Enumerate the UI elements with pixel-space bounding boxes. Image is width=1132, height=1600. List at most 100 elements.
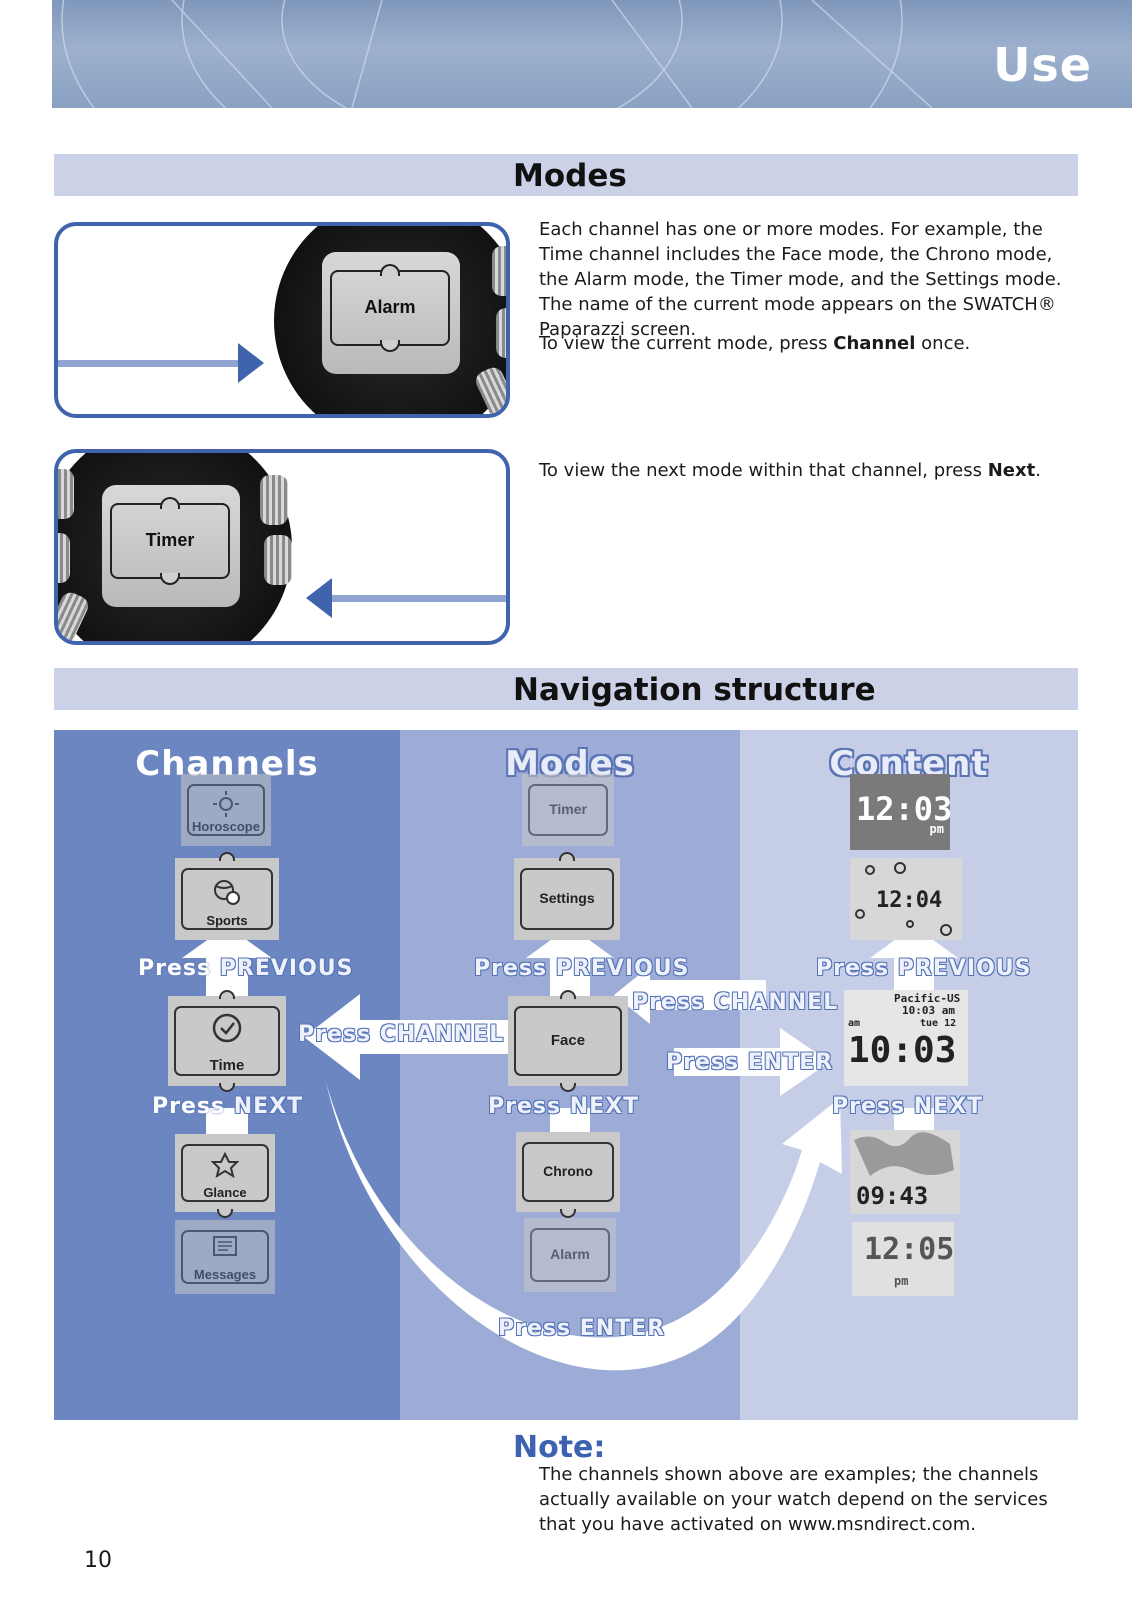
channel-label: Horoscope (192, 819, 260, 834)
mode-tile-chrono: Chrono (516, 1132, 620, 1218)
arrow-down-icon (219, 1083, 235, 1092)
press-channel-to-modes: Press CHANNEL (632, 990, 839, 1015)
watch-grip (260, 475, 288, 525)
messages-icon (213, 1236, 237, 1256)
watch-screen: Timer (102, 485, 240, 607)
channel-label: Sports (206, 913, 248, 928)
content-screen-bubbles: 12:04 (850, 858, 962, 940)
arrow-down-icon (560, 1209, 576, 1218)
channel-label: Messages (193, 1267, 257, 1282)
mode-tile-alarm: Alarm (524, 1218, 616, 1292)
pointer-left-icon (306, 578, 332, 618)
modes-section-bar: Modes (54, 154, 1078, 196)
mode-label: Timer (549, 801, 587, 817)
content-time: 12:05 (864, 1232, 954, 1267)
arrow-press-enter-short-head (780, 1028, 830, 1096)
mode-tile-timer: Timer (522, 774, 614, 846)
mode-tile-face: Face (508, 990, 628, 1092)
watch-mode-label-timer: Timer (145, 530, 195, 550)
content-screen-analog: 12:05 pm (852, 1222, 954, 1296)
mode-label: Chrono (543, 1163, 593, 1179)
bubbles-icon (855, 862, 952, 936)
map-icon (854, 1132, 954, 1176)
press-enter-to-content: Press ENTER (666, 1050, 834, 1075)
arrow-press-channel-left-head (304, 994, 360, 1080)
watch-grip (58, 533, 70, 583)
content-date: tue 12 (920, 1018, 957, 1029)
content-screen-world-time: Pacific-US 10:03 am am tue 12 10:03 (844, 990, 968, 1086)
navigation-diagram: Channels Modes Content (54, 730, 1078, 1420)
content-ampm: pm (929, 822, 944, 836)
channel-tile-time: Time (168, 990, 286, 1092)
press-enter-curved: Press ENTER (498, 1316, 666, 1341)
arrow-up-previous-content-head (870, 926, 958, 958)
arrow-down-icon (217, 1209, 233, 1218)
watch-photo-timer: Timer (54, 449, 510, 645)
clock-icon (212, 1013, 242, 1043)
channel-instruction: To view the current mode, press Channel … (539, 333, 971, 354)
arrow-up-previous-channels-head (182, 926, 272, 958)
mode-label: Alarm (550, 1246, 590, 1262)
arrow-up-icon (219, 990, 235, 999)
arrow-down-icon (160, 573, 180, 585)
mode-label-box: Alarm (330, 264, 450, 352)
content-zone: Pacific-US (894, 992, 961, 1005)
press-next-modes: Press NEXT (488, 1094, 640, 1119)
note-title: Note: (513, 1430, 606, 1465)
content-small-time: 10:03 am (902, 1004, 955, 1017)
press-previous-modes: Press PREVIOUS (474, 956, 690, 981)
arrow-down-icon (380, 340, 400, 352)
sports-ball-icon (214, 880, 240, 905)
content-time: 12:03 (856, 790, 950, 828)
press-next-content: Press NEXT (832, 1094, 984, 1119)
glance-icon (210, 1151, 240, 1179)
channel-tile-glance: Glance (175, 1134, 275, 1218)
modes-paragraph: Each channel has one or more modes. For … (539, 219, 1062, 340)
content-screen-digital: 12:03 pm (850, 774, 950, 850)
watch-body: Timer (58, 453, 292, 641)
arrow-up-icon (380, 264, 400, 276)
channel-tile-sports: Sports (175, 852, 279, 940)
navigation-section-bar: Navigation structure (54, 668, 1078, 710)
arrow-press-channel-content (644, 980, 766, 1010)
arrow-press-enter-curved (326, 1082, 842, 1371)
watch-grip (58, 589, 92, 641)
watch-body: Alarm (274, 226, 506, 414)
content-ampm: pm (894, 1274, 909, 1288)
page-title: Use (993, 38, 1092, 92)
press-next-channels: Press NEXT (152, 1094, 304, 1119)
note-text: The channels shown above are examples; t… (539, 1464, 1048, 1535)
content-time: 12:04 (876, 888, 943, 913)
mode-label: Face (550, 1032, 586, 1049)
channel-label: Time (209, 1057, 245, 1074)
pointer-line (58, 360, 240, 367)
header-band: Use (52, 0, 1132, 108)
watch-grip (492, 246, 506, 296)
page-number: 10 (84, 1548, 112, 1573)
header-decoration (61, 0, 933, 108)
content-screen-map: 09:43 (850, 1130, 960, 1214)
channel-key: Channel (833, 333, 916, 354)
press-previous-channels: Press PREVIOUS (138, 956, 354, 981)
arrow-up-icon (560, 990, 576, 999)
watch-grip (472, 364, 506, 414)
channel-tile-messages: Messages (175, 1220, 275, 1294)
next-instruction: To view the next mode within that channe… (539, 460, 1041, 481)
pointer-right-icon (238, 343, 264, 383)
arrow-up-icon (219, 852, 235, 861)
watch-mode-label-alarm: Alarm (364, 297, 416, 317)
content-time: 09:43 (856, 1182, 929, 1210)
mode-label: Settings (539, 890, 595, 906)
watch-grip (58, 469, 74, 519)
arrow-press-channel-left (354, 1020, 510, 1054)
arrow-press-enter-short (674, 1048, 800, 1076)
watch-grip (496, 308, 506, 358)
mode-label-box: Timer (110, 497, 230, 585)
modes-heading: Modes (513, 158, 627, 194)
navigation-heading: Navigation structure (513, 672, 876, 708)
channel-tile-horoscope: Horoscope (181, 774, 271, 846)
content-time: 10:03 (848, 1030, 957, 1071)
next-key: Next (987, 460, 1036, 481)
arrow-press-channel-content-head (614, 966, 650, 1024)
pointer-line (332, 595, 506, 602)
